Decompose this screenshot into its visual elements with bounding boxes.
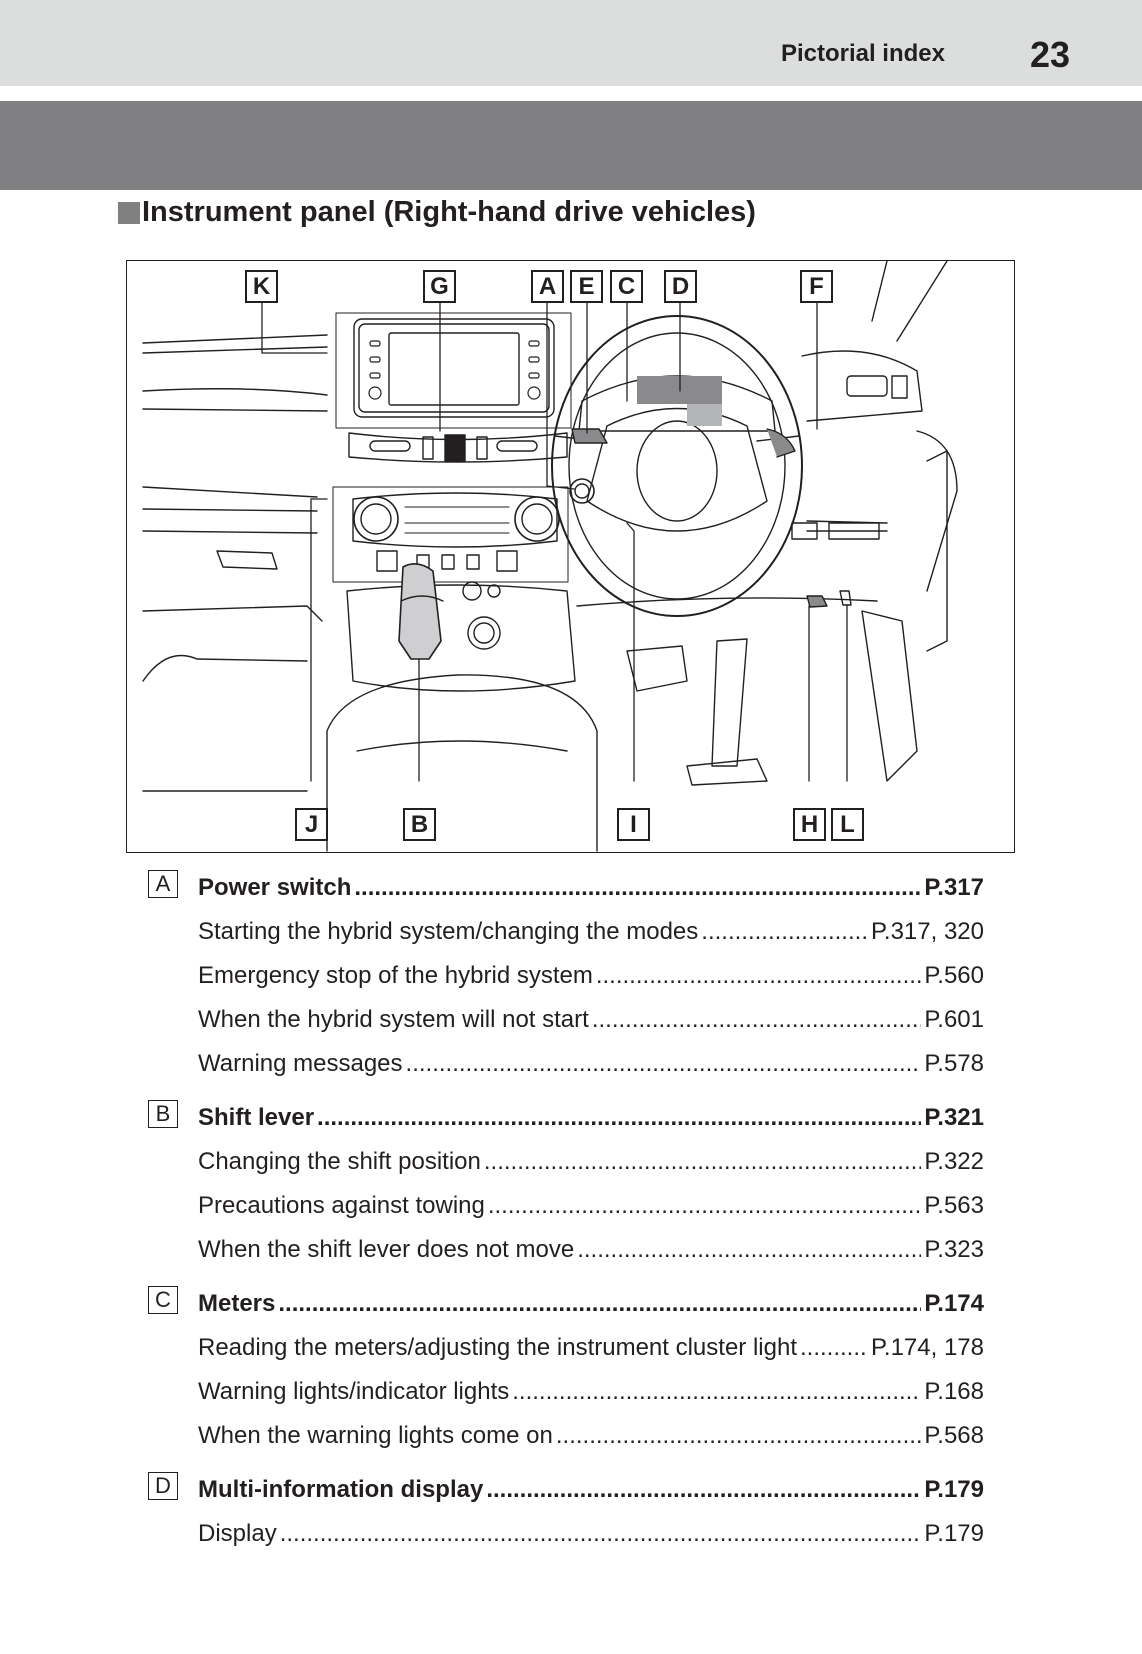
section-heading-text: Instrument panel (Right-hand drive vehic… [142, 196, 756, 228]
leader-dots [317, 1096, 921, 1140]
entry-title-row[interactable]: Meters P.174 [198, 1282, 984, 1326]
instrument-panel-illustration: K G A E C D F J B I H L [126, 260, 1015, 853]
page-ref: P.568 [924, 1422, 984, 1449]
leader-dots [592, 998, 922, 1042]
entry-subitem[interactable]: Starting the hybrid system/changing the … [198, 910, 984, 954]
page-number: 23 [1029, 34, 1070, 75]
section-band [0, 101, 1142, 190]
entry-subitem[interactable]: Warning messages P.578 [198, 1042, 984, 1086]
callout-h: H [793, 808, 826, 841]
entry-subitem[interactable]: Emergency stop of the hybrid system P.560 [198, 954, 984, 998]
subitem-label: Warning messages [198, 1050, 403, 1077]
callout-b: B [403, 808, 436, 841]
subitem-label: Emergency stop of the hybrid system [198, 962, 593, 989]
callout-k: K [245, 270, 278, 303]
square-bullet-icon [118, 201, 140, 224]
leader-dots [486, 1468, 921, 1512]
page-ref: P.179 [924, 1520, 984, 1547]
leader-dots [556, 1414, 922, 1458]
page-ref: P.322 [924, 1148, 984, 1175]
page-ref: P.578 [924, 1050, 984, 1077]
entry-subitem[interactable]: Changing the shift position P.322 [198, 1140, 984, 1184]
page-ref: P.560 [924, 962, 984, 989]
subitem-label: Reading the meters/adjusting the instrum… [198, 1334, 797, 1361]
page-ref: P.321 [924, 1104, 984, 1131]
leader-dots [701, 910, 868, 954]
leader-dots [484, 1140, 922, 1184]
page-ref: P.179 [924, 1476, 984, 1503]
entry-group-a: A Power switch P.317 Starting the hybrid … [148, 866, 984, 1086]
page-ref: P.174 [924, 1290, 984, 1317]
leader-dots [278, 1282, 921, 1326]
subitem-label: Starting the hybrid system/changing the … [198, 918, 699, 945]
entry-group-b: B Shift lever P.321 Changing the shift po… [148, 1096, 984, 1272]
subitem-label: When the shift lever does not move [198, 1236, 575, 1263]
header-band [0, 0, 1142, 86]
page-ref: P.323 [924, 1236, 984, 1263]
leader-dots [354, 866, 921, 910]
dashboard-line-drawing [142, 261, 958, 852]
section-label: Pictorial index [780, 40, 945, 67]
subitem-label: When the warning lights come on [198, 1422, 553, 1449]
page-ref: P.317 [924, 874, 984, 901]
entry-title-row[interactable]: Shift lever P.321 [198, 1096, 984, 1140]
leader-dots [577, 1228, 921, 1272]
entry-title-row[interactable]: Power switch P.317 [198, 866, 984, 910]
entry-title: Shift lever [198, 1104, 315, 1131]
subitem-label: When the hybrid system will not start [198, 1006, 589, 1033]
entry-letter: B [148, 1100, 178, 1128]
entry-subitem[interactable]: When the hybrid system will not start P.6… [198, 998, 984, 1042]
page-ref: P.317, 320 [870, 918, 984, 945]
leader-dots [800, 1326, 868, 1370]
entry-subitem[interactable]: When the warning lights come on P.568 [198, 1414, 984, 1458]
leader-dots [596, 954, 922, 998]
callout-l: L [831, 808, 864, 841]
entry-letter: A [148, 870, 178, 898]
callout-j: J [295, 808, 328, 841]
leader-dots [280, 1512, 922, 1556]
callout-f: F [800, 270, 833, 303]
subitem-label: Precautions against towing [198, 1192, 485, 1219]
leader-dots [406, 1042, 922, 1086]
page-ref: P.601 [924, 1006, 984, 1033]
leader-dots [512, 1370, 921, 1414]
entry-subitem[interactable]: Precautions against towing P.563 [198, 1184, 984, 1228]
callout-c: C [610, 270, 643, 303]
page-ref: P.174, 178 [870, 1334, 984, 1361]
entry-subitem[interactable]: Display P.179 [198, 1512, 984, 1556]
subitem-label: Warning lights/indicator lights [198, 1378, 510, 1405]
entry-group-d: D Multi-information displayP.179 Display… [148, 1468, 984, 1556]
callout-g: G [423, 270, 456, 303]
index-entries: A Power switch P.317 Starting the hybrid … [148, 866, 984, 1566]
subitem-label: Display [198, 1520, 277, 1547]
section-heading: Instrument panel (Right-hand drive vehic… [118, 196, 756, 229]
entry-letter: C [148, 1286, 178, 1314]
page-ref: P.168 [924, 1378, 984, 1405]
entry-subitem[interactable]: Warning lights/indicator lights P.168 [198, 1370, 984, 1414]
entry-title-row[interactable]: Multi-information display P.179 [198, 1468, 984, 1512]
subitem-label: Changing the shift position [198, 1148, 481, 1175]
callout-a: A [531, 270, 564, 303]
leader-dots [488, 1184, 922, 1228]
entry-letter: D [148, 1472, 178, 1500]
entry-group-c: C Meters P.174 Reading the meters/adjusti… [148, 1282, 984, 1458]
entry-title: Meters [198, 1290, 276, 1317]
entry-subitem[interactable]: When the shift lever does not move P.323 [198, 1228, 984, 1272]
entry-subitem[interactable]: Reading the meters/adjusting the instrum… [198, 1326, 984, 1370]
callout-i: I [617, 808, 650, 841]
callout-e: E [570, 270, 603, 303]
page-ref: P.563 [924, 1192, 984, 1219]
callout-d: D [664, 270, 697, 303]
entry-title: Power switch [198, 874, 352, 901]
entry-title: Multi-information display [198, 1476, 484, 1503]
